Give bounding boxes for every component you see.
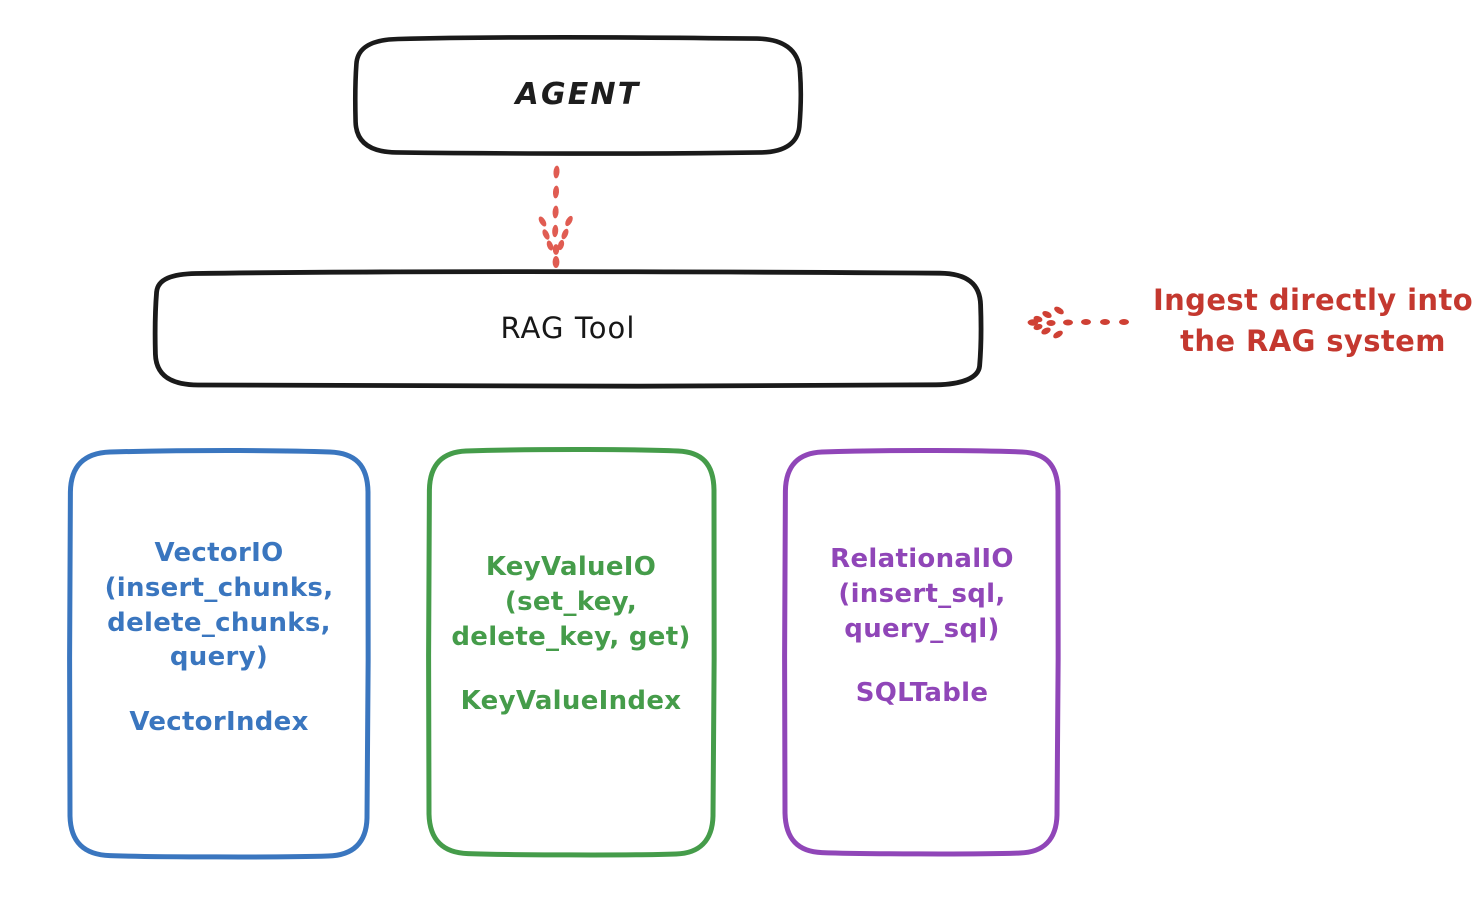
annotation-connector	[1027, 306, 1129, 339]
agent-to-rag-connector	[538, 165, 573, 268]
relational-io-box-outline[interactable]	[782, 447, 1061, 857]
vector-io-box-outline[interactable]	[67, 447, 371, 860]
rag-tool-box-outline[interactable]	[152, 269, 984, 389]
agent-box-outline[interactable]	[353, 35, 804, 156]
key-value-io-box-outline[interactable]	[426, 446, 717, 858]
